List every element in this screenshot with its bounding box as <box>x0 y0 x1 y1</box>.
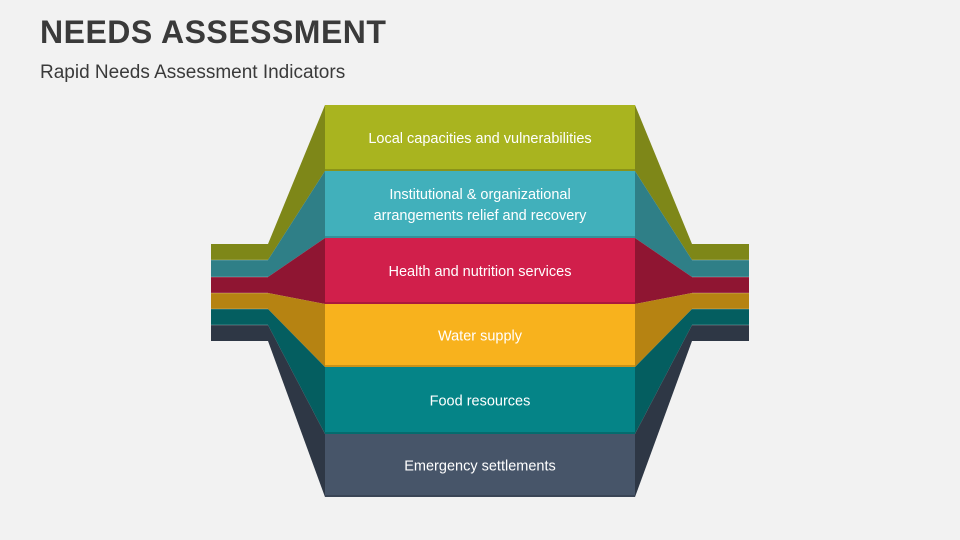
right-stub-health-nutrition <box>692 277 749 293</box>
right-stub-institutional <box>692 260 749 277</box>
band-fill <box>325 304 635 367</box>
left-wing-water-supply <box>268 293 325 367</box>
right-wing-emergency-settlements <box>635 325 692 497</box>
left-stub-food-resources <box>211 309 268 325</box>
page-title: NEEDS ASSESSMENT <box>40 14 387 50</box>
band-institutional: Institutional & organizational arrangemen… <box>325 171 635 238</box>
left-stub-local-capacities <box>211 244 268 260</box>
left-wing-food-resources <box>268 309 325 434</box>
band-label: Health and nutrition services <box>389 264 572 280</box>
band-shadow <box>325 365 635 367</box>
band-fill <box>325 238 635 304</box>
right-stub-water-supply <box>692 293 749 309</box>
band-fill <box>325 171 635 238</box>
band-fill <box>325 434 635 497</box>
band-shadow <box>325 495 635 497</box>
band-label: arrangements relief and recovery <box>374 208 588 224</box>
band-shadow <box>325 169 635 171</box>
right-stub-local-capacities <box>692 244 749 260</box>
center-bands: Local capacities and vulnerabilitiesInst… <box>325 105 635 497</box>
left-stub-institutional <box>211 260 268 277</box>
band-fill <box>325 105 635 171</box>
band-local-capacities: Local capacities and vulnerabilities <box>325 105 635 171</box>
band-label: Food resources <box>430 394 531 410</box>
band-label: Local capacities and vulnerabilities <box>368 131 591 147</box>
band-shadow <box>325 432 635 434</box>
left-wing-health-nutrition <box>268 238 325 304</box>
right-stub-food-resources <box>692 309 749 325</box>
side-wings <box>268 105 692 497</box>
right-wing-water-supply <box>635 293 692 367</box>
right-wing-local-capacities <box>635 105 692 260</box>
right-wing-health-nutrition <box>635 238 692 304</box>
left-stub-emergency-settlements <box>211 325 268 341</box>
band-emergency-settlements: Emergency settlements <box>325 434 635 497</box>
band-health-nutrition: Health and nutrition services <box>325 238 635 304</box>
band-label: Water supply <box>438 329 523 345</box>
right-wing-institutional <box>635 171 692 277</box>
right-wing-food-resources <box>635 309 692 434</box>
band-shadow <box>325 236 635 238</box>
left-wing-local-capacities <box>268 105 325 260</box>
left-stub-water-supply <box>211 293 268 309</box>
band-fill <box>325 367 635 434</box>
band-food-resources: Food resources <box>325 367 635 434</box>
page-subtitle: Rapid Needs Assessment Indicators <box>40 62 346 83</box>
left-stub-health-nutrition <box>211 277 268 293</box>
band-water-supply: Water supply <box>325 304 635 367</box>
band-label: Institutional & organizational <box>389 187 570 203</box>
band-shadow <box>325 302 635 304</box>
band-label: Emergency settlements <box>404 459 556 475</box>
left-wing-emergency-settlements <box>268 325 325 497</box>
left-wing-institutional <box>268 171 325 277</box>
right-stub-emergency-settlements <box>692 325 749 341</box>
side-stubs <box>211 244 749 341</box>
